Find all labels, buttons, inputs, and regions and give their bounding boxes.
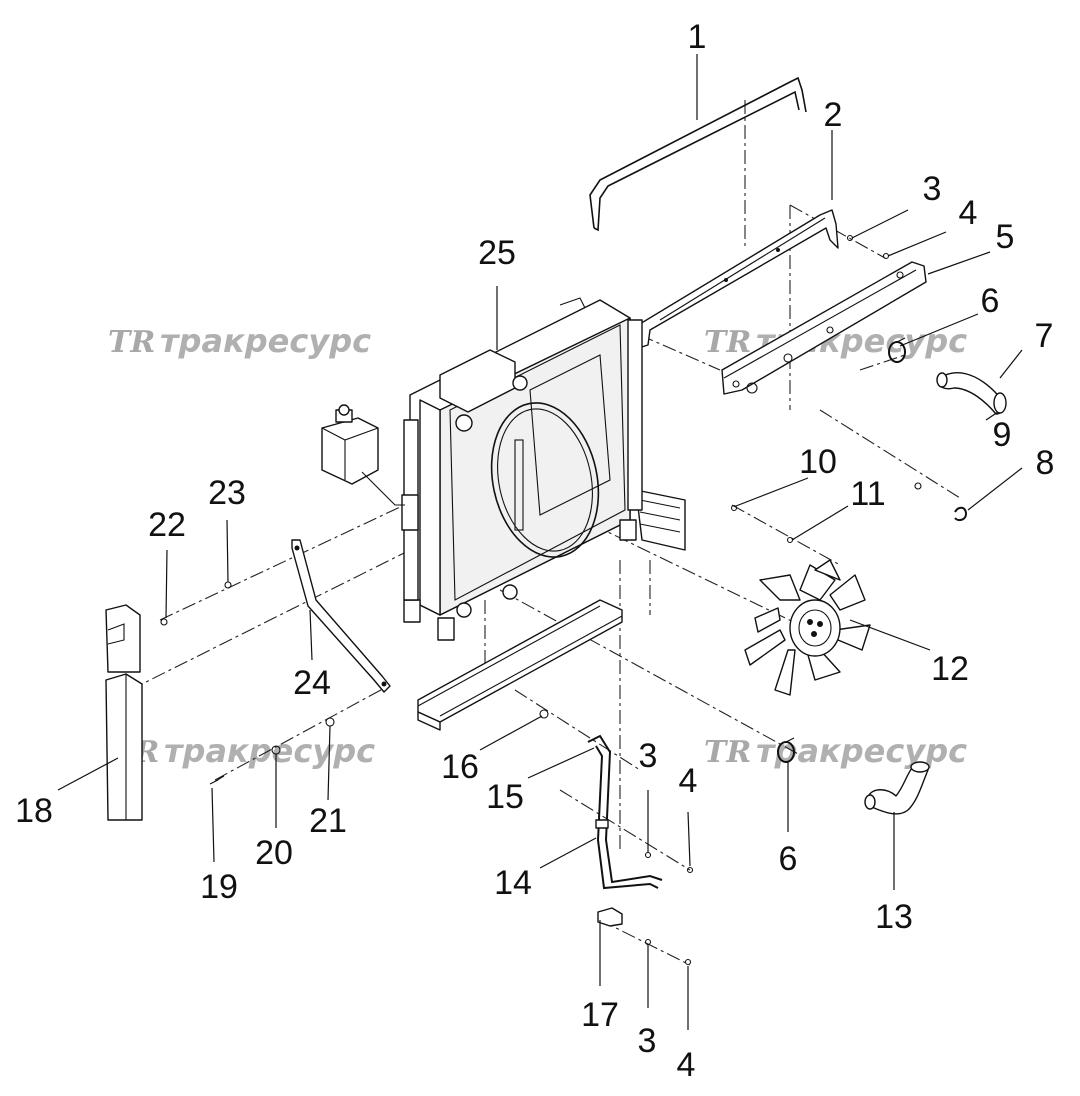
callout-25: 25 <box>478 234 516 272</box>
callout-21: 21 <box>309 802 347 840</box>
hose-clamp <box>888 337 906 363</box>
fitting <box>954 506 968 522</box>
callout-4: 4 <box>679 762 698 800</box>
watermark: TR тракресурс <box>108 322 371 360</box>
expansion-tank <box>321 404 405 506</box>
leader-lines <box>57 54 1023 1030</box>
callout-17: 17 <box>581 996 619 1034</box>
support-arm <box>291 539 391 693</box>
svg-text:TR: TR <box>704 735 751 770</box>
watermark: TR тракресурс <box>112 732 375 770</box>
svg-text:тракресурс: тракресурс <box>756 732 967 770</box>
callout-3: 3 <box>638 1022 657 1060</box>
callout-3: 3 <box>923 170 942 208</box>
callout-4: 4 <box>959 194 978 232</box>
hose-clamp <box>777 737 795 763</box>
callout-14: 14 <box>494 864 532 902</box>
callout-9: 9 <box>993 416 1012 454</box>
lower-baffle <box>417 599 623 731</box>
upper-hose <box>936 372 1007 415</box>
pipe-bracket <box>597 907 623 927</box>
callout-23: 23 <box>208 474 246 512</box>
callout-18: 18 <box>15 792 53 830</box>
lower-hose <box>864 761 930 815</box>
upper-support-rod <box>589 76 807 232</box>
svg-text:тракресурс: тракресурс <box>160 322 371 360</box>
callout-13: 13 <box>875 898 913 936</box>
callout-4: 4 <box>677 1046 696 1084</box>
assembly-lines <box>129 100 961 966</box>
callout-6: 6 <box>981 282 1000 320</box>
callout-10: 10 <box>799 443 837 481</box>
callout-11: 11 <box>850 475 885 513</box>
callout-3: 3 <box>639 737 658 775</box>
callout-16: 16 <box>441 748 479 786</box>
callout-19: 19 <box>200 868 238 906</box>
callout-22: 22 <box>148 506 186 544</box>
callout-1: 1 <box>688 18 707 56</box>
side-bracket-plate <box>721 261 927 395</box>
callout-8: 8 <box>1036 444 1055 482</box>
callout-5: 5 <box>996 218 1015 256</box>
callout-2: 2 <box>824 96 843 134</box>
watermark: TR тракресурс <box>704 732 967 770</box>
callout-24: 24 <box>293 664 331 702</box>
cooling-fan <box>744 559 871 696</box>
callout-7: 7 <box>1035 317 1054 355</box>
radiator-assembly <box>401 297 686 641</box>
callout-6: 6 <box>779 840 798 878</box>
callout-labels: 1 2 3 4 5 6 7 9 8 10 11 12 25 22 23 24 1… <box>15 18 1054 1084</box>
callout-20: 20 <box>255 834 293 872</box>
side-cover <box>105 604 143 821</box>
svg-text:TR: TR <box>108 325 155 360</box>
callout-15: 15 <box>486 778 524 816</box>
drain-pipe <box>587 734 663 890</box>
callout-12: 12 <box>931 650 969 688</box>
fasteners <box>160 234 922 966</box>
svg-text:TR: TR <box>704 325 751 360</box>
